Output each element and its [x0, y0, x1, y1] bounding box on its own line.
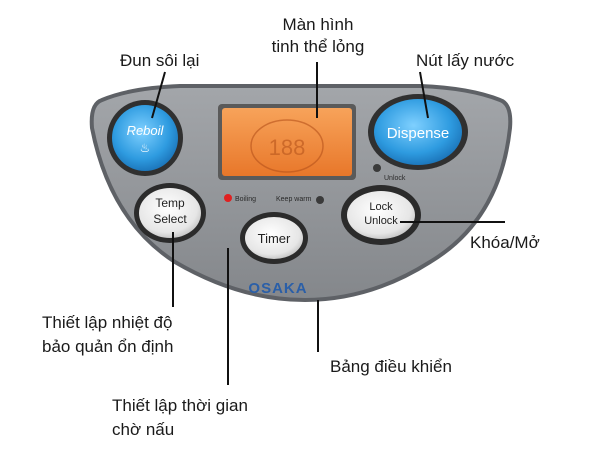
label-dispense: Nút lấy nước	[416, 51, 515, 70]
brand-logo: OSAKA	[248, 280, 307, 297]
lcd-digits: 188	[269, 135, 306, 160]
temp-select-label-line1: Temp	[155, 196, 185, 210]
label-panel: Bảng điều khiển	[330, 357, 452, 376]
keepwarm-indicator-label: Keep warm	[276, 196, 312, 203]
callout-lines	[151, 62, 505, 385]
callout-line-dispense	[419, 71, 429, 119]
timer-button-label: Timer	[258, 231, 291, 246]
label-timer: Thiết lập thời gian chờ nấu	[112, 394, 248, 442]
label-temp-line1: Thiết lập nhiệt độ	[42, 313, 173, 332]
unlock-indicator-label: Unlock	[384, 175, 406, 182]
lock-button-label-line1: Lock	[369, 201, 393, 213]
timer-button[interactable]: Timer	[240, 212, 308, 264]
lock-button-label-line2: Unlock	[364, 215, 398, 227]
keepwarm-indicator: Keep warm	[276, 196, 324, 204]
label-timer-line2: chờ nấu	[112, 420, 175, 439]
callout-line-reboil	[151, 71, 166, 119]
label-temp: Thiết lập nhiệt độ bảo quản ổn định	[42, 311, 173, 359]
dispense-button[interactable]: Dispense	[368, 94, 468, 170]
label-reboil: Đun sôi lại	[120, 51, 200, 70]
temp-select-label-line2: Select	[153, 212, 187, 226]
dispense-button-label: Dispense	[387, 125, 450, 142]
label-lcd-line1: Màn hình	[282, 15, 354, 34]
lcd-screen: 188	[218, 104, 356, 180]
temp-select-button[interactable]: Temp Select	[134, 183, 206, 243]
label-lcd-line2: tinh thể lỏng	[271, 37, 365, 56]
label-lock: Khóa/Mở	[470, 233, 540, 252]
boiling-indicator-label: Boiling	[235, 196, 256, 203]
label-temp-line2: bảo quản ổn định	[42, 337, 174, 356]
label-lcd: Màn hình tinh thể lỏng	[252, 14, 384, 58]
unlock-indicator: Unlock	[373, 164, 406, 182]
label-timer-line1: Thiết lập thời gian	[112, 396, 248, 415]
lock-unlock-button[interactable]: Lock Unlock	[341, 185, 421, 245]
boiling-indicator: Boiling	[224, 194, 256, 203]
reboil-kettle-icon: ♨	[140, 141, 151, 155]
reboil-button[interactable]: Reboil ♨	[107, 100, 183, 176]
reboil-button-label: Reboil	[127, 123, 165, 138]
